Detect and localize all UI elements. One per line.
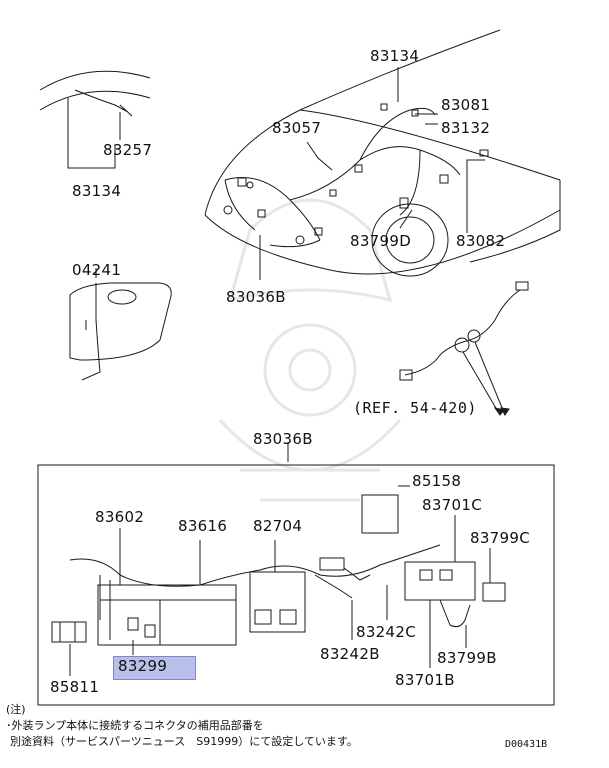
connector-83701C [404,561,476,601]
connector-83242B [314,574,353,599]
harness-connectors [223,103,489,245]
part-label-83057: 83057 [272,119,322,137]
connector-85158 [361,494,399,534]
part-label-83701C: 83701C [422,496,482,514]
part-label-83257: 83257 [103,141,153,159]
part-label-83082: 83082 [456,232,506,250]
washer-tank [69,282,172,361]
sensor-bracket [39,70,151,111]
rear-lamp-harness [404,289,521,376]
part-label-82704: 82704 [253,517,303,535]
part-label-83799C: 83799C [470,529,530,547]
roof-harness [224,107,461,248]
part-label-83036B-upper: 83036B [226,288,286,306]
sensor-83257 [74,89,133,117]
junction-block-83616 [97,584,237,646]
part-label-83242B: 83242B [320,645,380,663]
part-label-04241: 04241 [72,261,122,279]
reference-label: (REF. 54-420) [353,399,477,417]
detail-box-title: 83036B [253,430,313,448]
part-label-83242C: 83242C [356,623,416,641]
junction-block-harness [69,544,441,587]
connector-83242C [343,567,371,581]
part-label-83299-highlighted[interactable]: 83299 [113,656,196,680]
part-label-85811: 85811 [50,678,100,696]
part-label-83602: 83602 [95,508,145,526]
part-label-83799B: 83799B [437,649,497,667]
part-label-83134-left: 83134 [72,182,122,200]
vehicle-body-outline [204,29,561,275]
connector-83799C [482,582,506,602]
part-label-85158: 85158 [412,472,462,490]
part-label-83132: 83132 [441,119,491,137]
note-line-1: ･外装ランプ本体に接続するコネクタの補用品部番を [6,719,264,732]
note-line-2: 別途資料（サービスパーツニュース S91999）にて設定しています。 [10,735,358,748]
connector-83799B [439,599,471,628]
detail-box-83036B [37,464,555,706]
diagram-code: D00431B [505,739,548,750]
connector-85811 [51,621,87,643]
part-label-83134-top: 83134 [370,47,420,65]
part-label-83701B: 83701B [395,671,455,689]
note-heading: (注) [6,703,26,716]
part-label-83081: 83081 [441,96,491,114]
part-label-83799D: 83799D [350,232,412,250]
part-label-83616: 83616 [178,517,228,535]
watermark-emblem [218,198,402,502]
relay-82704 [249,571,306,633]
